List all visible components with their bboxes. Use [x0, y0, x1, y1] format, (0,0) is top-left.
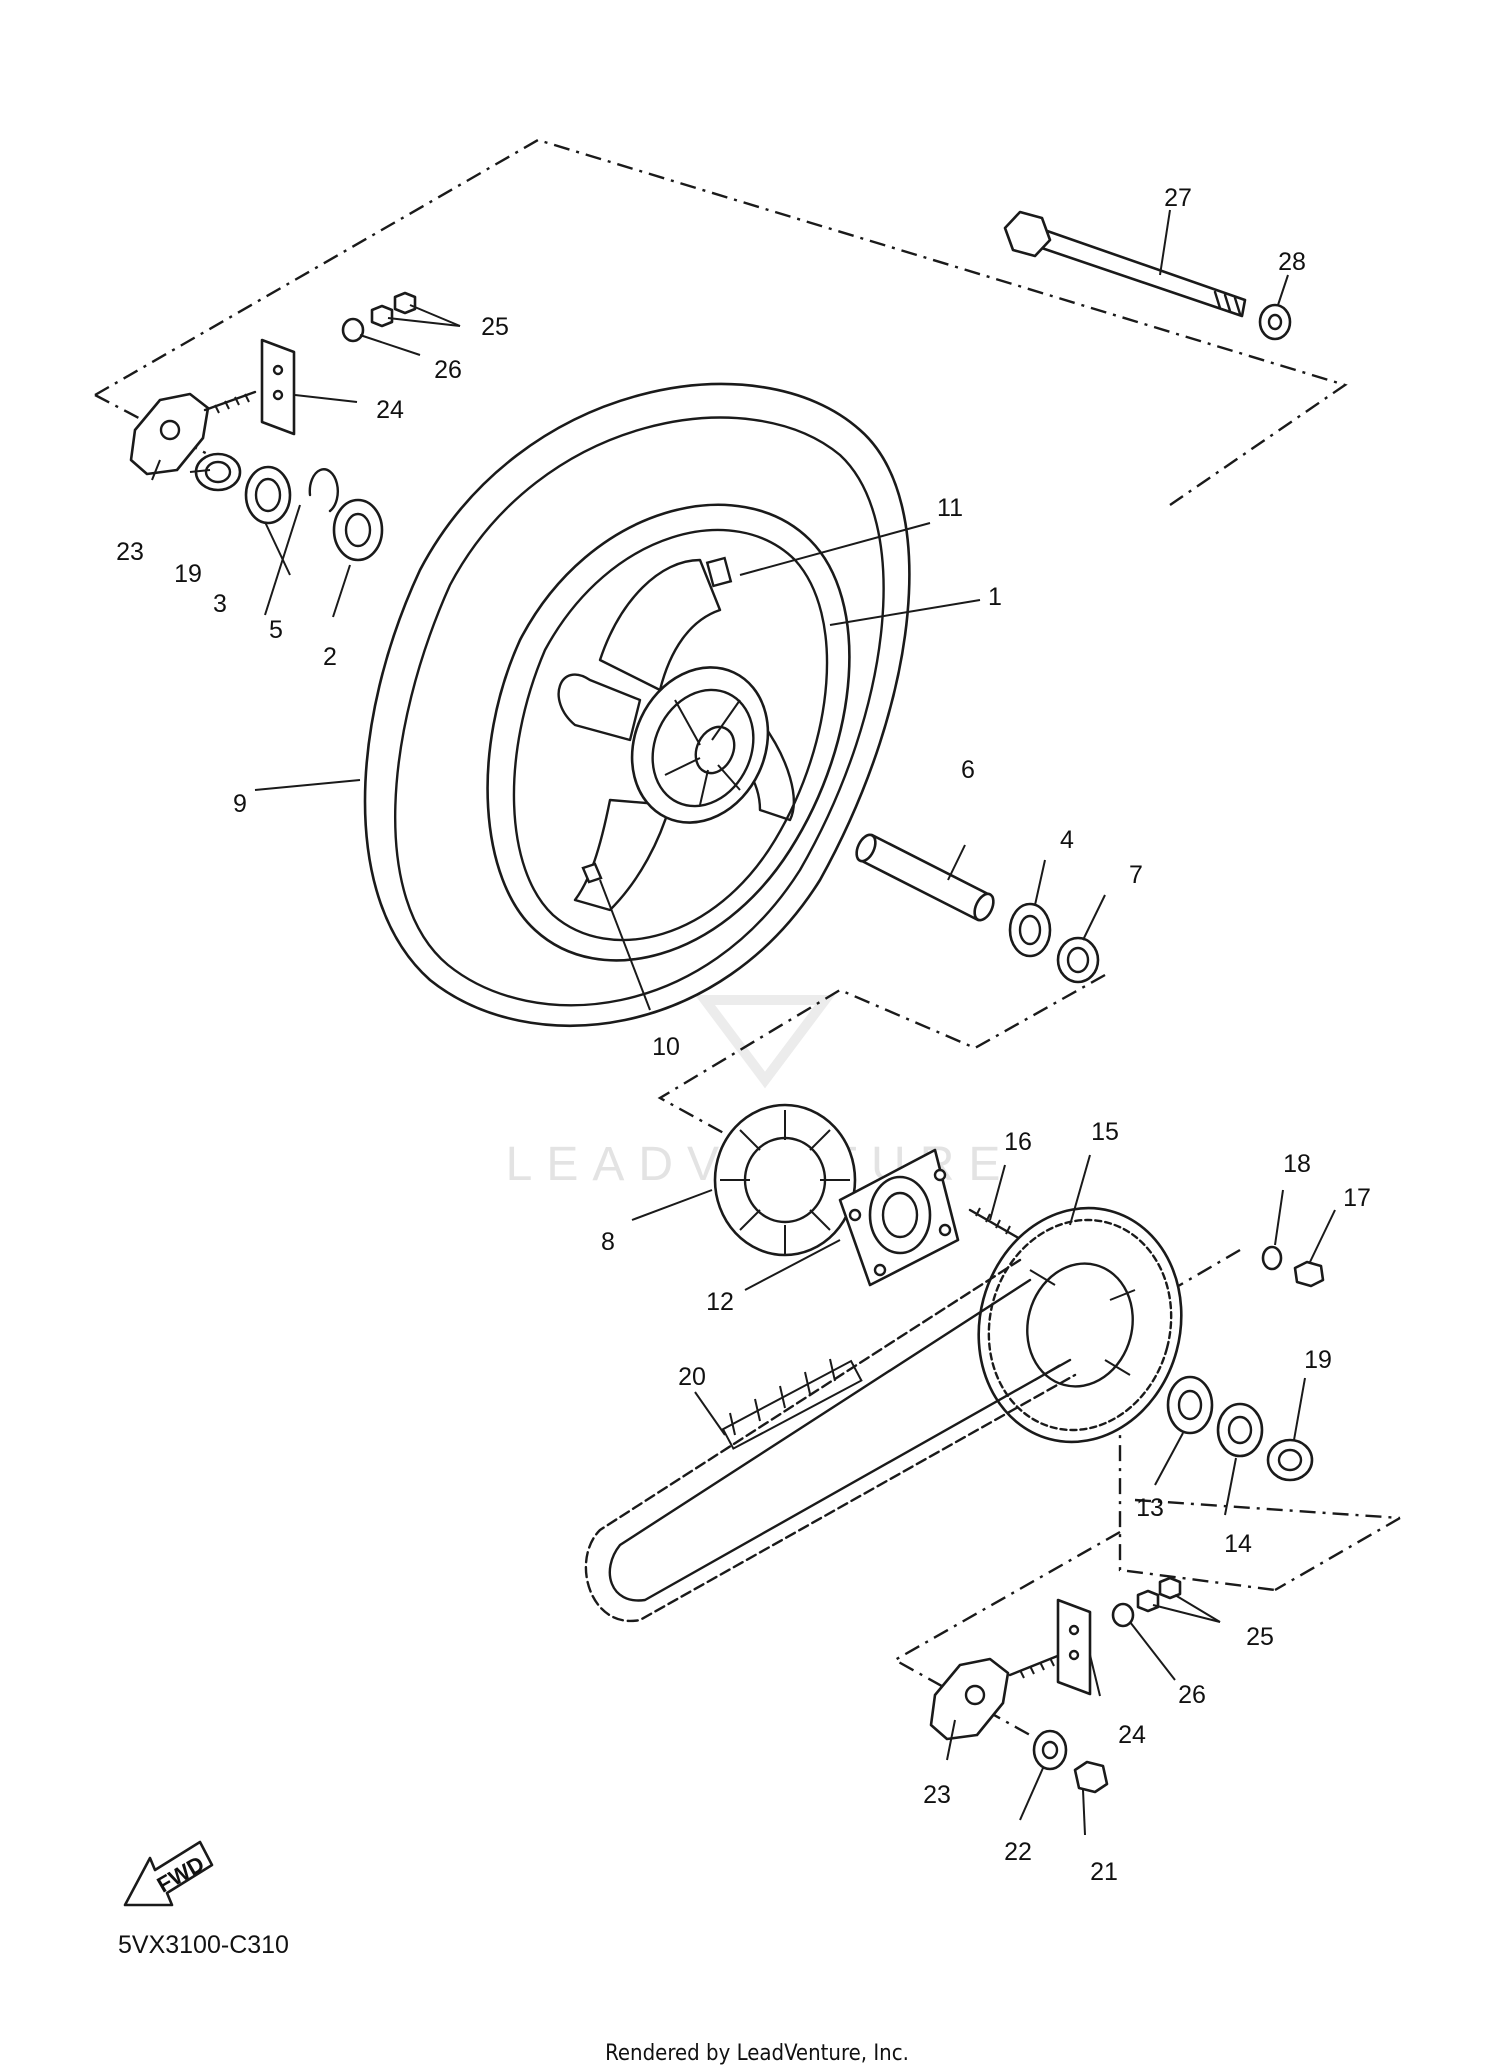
callout-23-lower: 23	[923, 1781, 951, 1809]
washer-26-lower[interactable]	[1111, 1602, 1135, 1628]
callout-23-upper: 23	[116, 538, 144, 566]
callout-5: 5	[269, 616, 283, 644]
callout-19-upper: 19	[174, 560, 202, 588]
callout-2: 2	[323, 643, 337, 671]
nuts-25-upper[interactable]	[370, 291, 417, 328]
callout-28: 28	[1278, 248, 1306, 276]
circlip-5[interactable]	[308, 468, 339, 513]
callout-22: 22	[1004, 1838, 1032, 1866]
diagram-code: 5VX3100-C310	[118, 1931, 289, 1959]
oil-seal-3[interactable]	[244, 465, 292, 525]
callout-13: 13	[1136, 1494, 1164, 1522]
collar-19-lower[interactable]	[1266, 1438, 1314, 1482]
leader-lines	[151, 209, 1336, 1836]
callout-8: 8	[601, 1228, 615, 1256]
bearing-13[interactable]	[1166, 1375, 1214, 1435]
callout-19-lower: 19	[1304, 1346, 1332, 1374]
nut-17[interactable]	[1293, 1260, 1325, 1288]
chain-puller-23-lower[interactable]	[929, 1653, 1062, 1741]
callout-24-lower: 24	[1118, 1721, 1146, 1749]
footer-credit: Rendered by LeadVenture, Inc.	[605, 2041, 909, 2066]
callout-14: 14	[1224, 1530, 1252, 1558]
washer-18[interactable]	[1261, 1245, 1283, 1271]
callout-9: 9	[233, 790, 247, 818]
callout-26-upper: 26	[434, 356, 462, 384]
washer-26-upper[interactable]	[341, 317, 365, 343]
rear-wheel[interactable]	[363, 382, 911, 1027]
callout-24-upper: 24	[376, 396, 404, 424]
callout-4: 4	[1060, 826, 1074, 854]
callout-12: 12	[706, 1288, 734, 1316]
clutch-hub-12[interactable]	[838, 1148, 960, 1287]
bearing-2[interactable]	[332, 498, 384, 562]
stud-16[interactable]	[968, 1207, 1024, 1242]
nut-21[interactable]	[1073, 1760, 1109, 1794]
callout-25-upper: 25	[481, 313, 509, 341]
callout-27: 27	[1164, 184, 1192, 212]
washer-22[interactable]	[1032, 1729, 1068, 1771]
callout-26-lower: 26	[1178, 1681, 1206, 1709]
spacer-6[interactable]	[853, 832, 997, 923]
callout-10: 10	[652, 1033, 680, 1061]
axle-washer[interactable]	[1258, 303, 1292, 341]
callout-15: 15	[1091, 1118, 1119, 1146]
callout-17: 17	[1343, 1184, 1371, 1212]
axle[interactable]	[1003, 210, 1247, 318]
fwd-arrow-icon: FWD	[123, 1840, 214, 1907]
damper-8[interactable]	[713, 1103, 857, 1257]
chain-puller-23-upper[interactable]	[129, 390, 257, 476]
callout-7: 7	[1129, 861, 1143, 889]
callout-labels: 1 2 3 4 5 6 7 8 9 10 11 12 13 14 15 16 1…	[116, 184, 1371, 1886]
callout-20: 20	[678, 1363, 706, 1391]
bearing-4[interactable]	[1008, 902, 1052, 958]
callout-16: 16	[1004, 1128, 1032, 1156]
callout-25-lower: 25	[1246, 1623, 1274, 1651]
collar-7[interactable]	[1056, 936, 1100, 984]
callout-6: 6	[961, 756, 975, 784]
callout-18: 18	[1283, 1150, 1311, 1178]
callout-3: 3	[213, 590, 227, 618]
adjust-plate-24-upper[interactable]	[260, 338, 296, 436]
drive-chain-20[interactable]	[584, 1258, 1077, 1623]
oil-seal-14[interactable]	[1216, 1402, 1264, 1458]
callout-21: 21	[1090, 1858, 1118, 1886]
callout-1: 1	[988, 583, 1002, 611]
adjust-plate-24-lower[interactable]	[1056, 1598, 1092, 1696]
collar-19-upper[interactable]	[194, 452, 242, 492]
callout-11: 11	[937, 494, 963, 522]
